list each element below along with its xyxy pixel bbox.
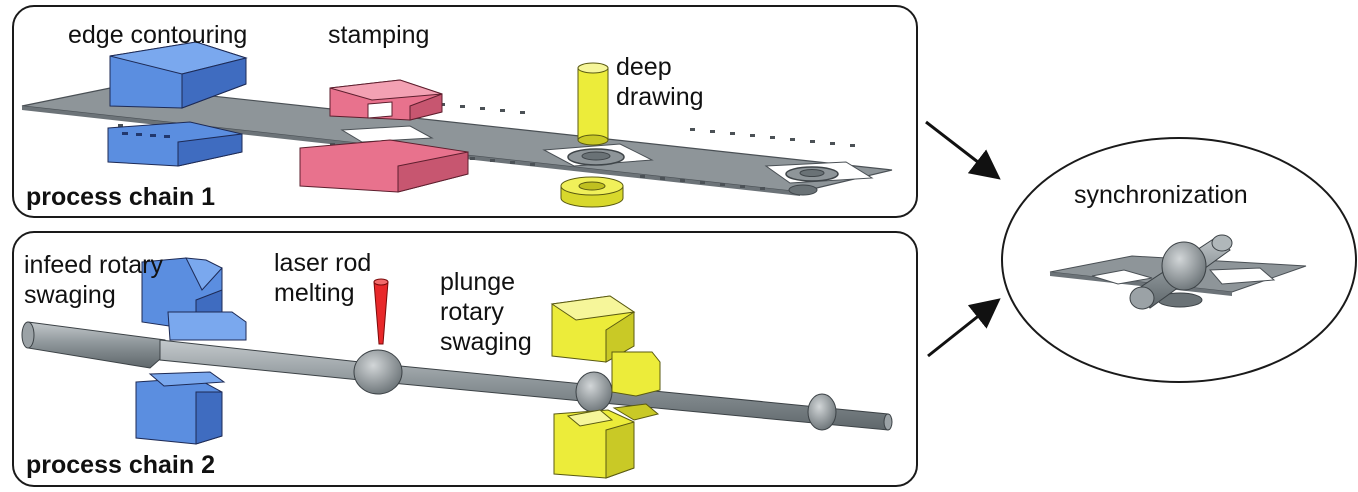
- label-infeed-line1: infeed rotary: [24, 251, 163, 279]
- label-edge-contouring: edge contouring: [68, 21, 248, 49]
- process-chain-1-title: process chain 1: [26, 183, 215, 211]
- infeed-swaging-dies: [135, 257, 247, 445]
- stamping-tool: [299, 79, 469, 193]
- rod-workpiece: [21, 321, 893, 431]
- synchronized-part: [1049, 234, 1307, 310]
- label-infeed-line2: swaging: [24, 281, 116, 309]
- label-deep-drawing-line1: deep: [616, 53, 672, 81]
- label-stamping: stamping: [328, 21, 430, 49]
- laser-nozzle: [373, 278, 389, 345]
- label-synchronization: synchronization: [1074, 181, 1248, 209]
- arrow-chain2-to-sync: [927, 298, 1001, 358]
- label-plunge-line1: plunge: [440, 268, 516, 296]
- deep-drawing-tool: [560, 62, 624, 208]
- label-plunge-line2: rotary: [440, 298, 504, 326]
- label-plunge-line3: swaging: [440, 328, 532, 356]
- label-laser-line2: melting: [274, 279, 355, 307]
- label-laser-line1: laser rod: [274, 249, 372, 277]
- arrow-chain1-to-sync: [925, 120, 1001, 180]
- edge-contouring-tool: [107, 41, 248, 167]
- plunge-swaging-dies: [550, 295, 661, 479]
- process-chain-2-title: process chain 2: [26, 451, 215, 479]
- label-deep-drawing-line2: drawing: [616, 83, 704, 111]
